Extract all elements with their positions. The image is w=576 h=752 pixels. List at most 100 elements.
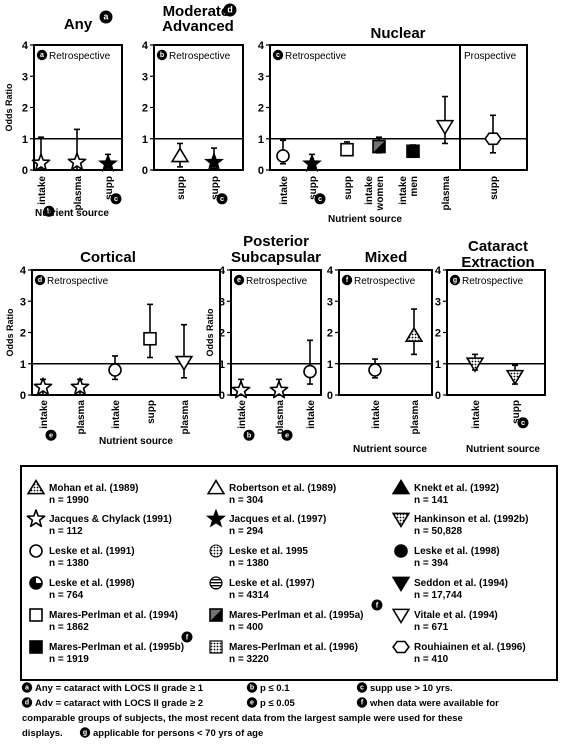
footnote-marker-letter: f — [376, 600, 379, 609]
footnote-marker: a — [21, 682, 33, 693]
legend-item: Seddon et al. (1994)n = 17,744 — [391, 576, 508, 601]
square-half-fill-2 — [210, 609, 222, 621]
data-point — [340, 142, 354, 157]
y-tick-label: 0 — [219, 390, 225, 402]
data-point — [108, 363, 122, 377]
footnote-marker-letter: d — [227, 5, 232, 15]
triangle-down-dotted-icon — [391, 512, 411, 529]
legend: Mohan et al. (1989)n = 1990 Robertson et … — [20, 465, 558, 681]
category-label: men — [409, 176, 420, 197]
legend-symbol — [29, 544, 43, 558]
category-label: plasma — [275, 400, 286, 435]
panel-letter: a — [36, 49, 48, 61]
legend-symbol — [29, 576, 43, 590]
square-open-icon — [340, 142, 354, 157]
data-point — [372, 139, 386, 154]
triangle-open-icon — [206, 478, 226, 495]
y-tick-label: 1 — [142, 134, 148, 146]
x-axis-title: Nutrient source — [353, 444, 427, 455]
legend-n: n = 294 — [229, 526, 264, 537]
triangle-open-icon — [170, 146, 190, 163]
category-label: intake — [364, 176, 375, 205]
triangle-down-open-icon — [174, 355, 194, 372]
footnote-marker-letter: c — [114, 194, 118, 203]
footnote-text: Any = cataract with LOCS II grade ≥ 1 — [35, 683, 204, 694]
data-point — [404, 326, 424, 343]
legend-symbol — [206, 478, 226, 495]
legend-n: n = 4314 — [229, 590, 269, 601]
footnote-marker-letter: f — [186, 632, 189, 641]
category-footnote-marker: b — [43, 205, 55, 217]
panel-title-line: Moderate/ — [163, 3, 235, 20]
legend-n: n = 1990 — [49, 495, 89, 506]
footnote-marker: c — [356, 682, 368, 693]
legend-symbol — [29, 640, 43, 654]
legend-symbol — [391, 478, 411, 495]
legend-item: Mohan et al. (1989)n = 1990 — [26, 478, 138, 506]
data-point — [170, 146, 190, 163]
data-point — [98, 153, 118, 173]
category-footnote-marker: c — [314, 193, 326, 205]
star-open-icon — [31, 153, 51, 172]
legend-study: Mares-Perlman et al. (1995a) — [229, 610, 364, 621]
legend-symbol — [26, 509, 46, 528]
category-footnote-marker: c — [216, 193, 228, 205]
y-tick-label: 3 — [327, 296, 333, 308]
legend-item: Leske et al. (1997)n = 4314 — [209, 576, 315, 601]
footnote-marker-circle — [43, 205, 55, 217]
y-tick-label: 2 — [258, 103, 264, 115]
footnote-marker-circle — [341, 274, 353, 286]
legend-symbol — [209, 640, 223, 654]
category-label: supp — [146, 400, 157, 424]
legend-study: Mares-Perlman et al. (1996) — [229, 642, 358, 653]
category-label: intake — [237, 400, 248, 429]
y-tick-label: 1 — [219, 359, 225, 371]
y-tick-label: 0 — [142, 165, 148, 177]
legend-item: Jacques & Chylack (1991)n = 112 — [26, 509, 172, 537]
legend-study: Mares-Perlman et al. (1995b) — [49, 642, 184, 653]
study-period-label: Retrospective — [462, 276, 524, 287]
legend-symbol — [394, 544, 408, 558]
triangle-down-dotted-icon — [505, 369, 525, 386]
category-label: supp — [176, 176, 187, 200]
data-point — [33, 377, 53, 396]
legend-symbol — [391, 576, 411, 593]
title-footnote-marker: d — [223, 3, 237, 17]
panel-letter: g — [449, 274, 461, 286]
footnote-marker-circle — [181, 631, 193, 643]
footnote-marker-letter: e — [250, 700, 254, 707]
star-filled-icon — [206, 508, 226, 528]
data-point — [435, 119, 455, 136]
circle-dotted-icon — [209, 544, 223, 558]
x-axis-title: Nutrient source — [99, 436, 173, 447]
panel-title-line: Posterior — [243, 233, 309, 250]
circle-open-icon — [108, 363, 122, 377]
legend-study: Mohan et al. (1989) — [49, 483, 138, 494]
panel-title-line: Subcapsular — [231, 249, 321, 266]
footnote-marker-letter: a — [25, 685, 29, 692]
footnote-marker-circle — [356, 697, 368, 708]
legend-item: Mares-Perlman et al. (1996)n = 3220 — [209, 640, 358, 665]
y-tick-label: 4 — [142, 40, 149, 52]
panel-letter: f — [341, 274, 353, 286]
y-tick-label: 2 — [327, 328, 333, 340]
legend-study: Leske et al. (1997) — [229, 578, 315, 589]
legend-item: Leske et al. (1998)n = 394 — [394, 544, 500, 569]
legend-item: Leske et al. (1991)n = 1380 — [29, 544, 135, 569]
category-label: plasma — [73, 176, 84, 211]
footnote-marker-letter: d — [25, 700, 29, 707]
footnote-marker: g — [79, 727, 91, 738]
legend-item: Robertson et al. (1989)n = 304 — [206, 478, 336, 506]
footnote-text: p ≤ 0.05 — [260, 698, 296, 709]
star-filled-icon — [302, 153, 322, 173]
data-point — [67, 152, 87, 171]
legend-symbol — [209, 544, 223, 558]
category-label: intake — [371, 400, 382, 429]
footnote-marker-circle — [45, 429, 57, 441]
legend-item: Vitale et al. (1994)n = 671 — [391, 608, 498, 633]
